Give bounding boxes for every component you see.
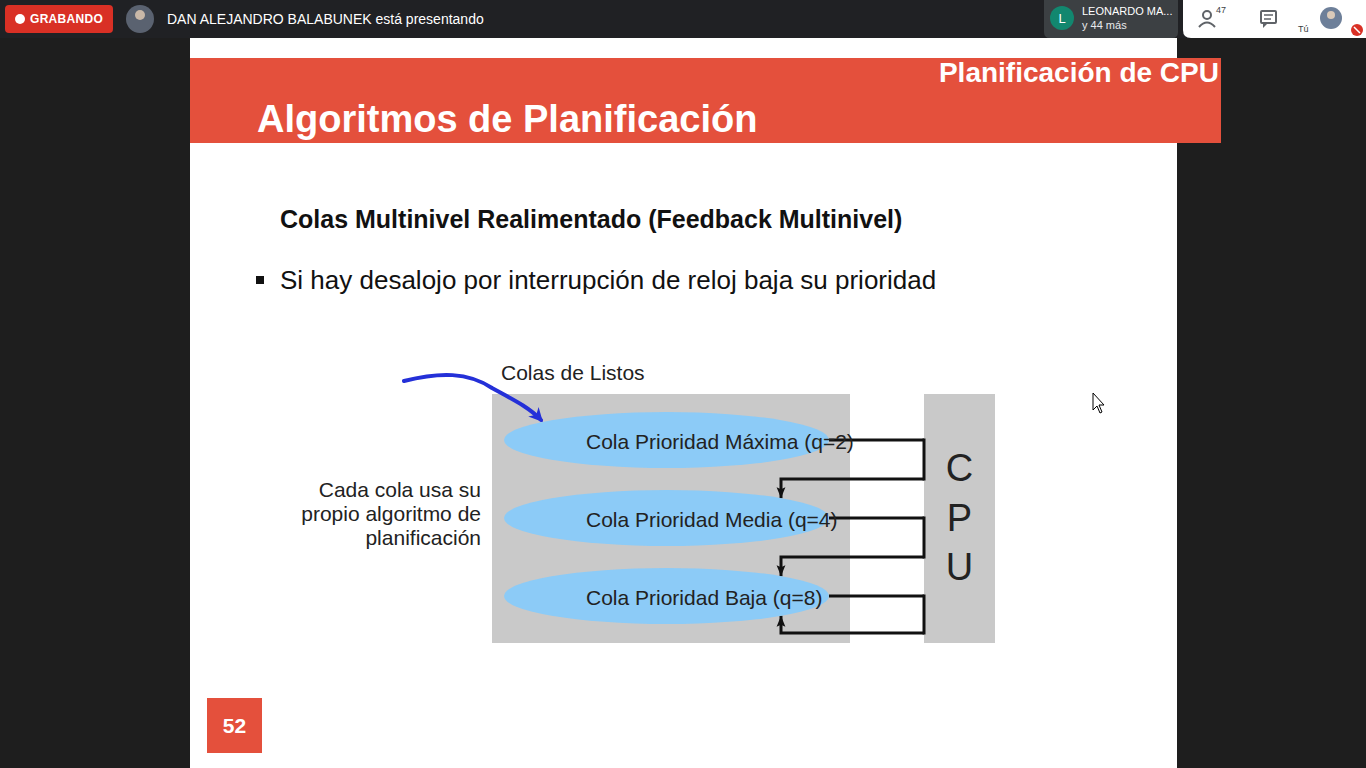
feedback-bend — [923, 518, 926, 557]
feedback-bend — [923, 440, 926, 479]
participant-name: LEONARDO MA... — [1082, 5, 1174, 18]
label-wrap: Tú — [1298, 24, 1318, 35]
queue-ellipse: Cola Prioridad Máxima (q=2) — [504, 412, 829, 468]
self-avatar-face — [1327, 11, 1335, 19]
people-count: 47 — [1216, 5, 1236, 16]
pagenum-text: 52 — [223, 714, 246, 738]
pill-text: GRABANDO — [30, 12, 103, 26]
feedback-connector — [829, 439, 924, 442]
band-text: Planificación de CPU — [190, 58, 1221, 88]
presenter-status: DAN ALEJANDRO BALABUNEK está presentando — [167, 10, 587, 28]
label-wrap: Cada cola usa su propio algoritmo de pla… — [259, 478, 481, 550]
participant-avatar: L — [1050, 6, 1074, 30]
chat-icon — [1263, 23, 1268, 28]
ellipse-shape — [504, 412, 829, 468]
recording-badge: GRABANDO — [5, 5, 113, 33]
mouse-cursor — [1093, 393, 1104, 413]
feedback-connector — [829, 595, 924, 598]
feedback-connector — [829, 517, 924, 520]
label-wrap: y 44 más — [1082, 19, 1174, 32]
people-icon — [1203, 11, 1211, 19]
cpu-box: CPU — [924, 394, 995, 643]
feedback-connector — [781, 616, 924, 633]
feedback-connector — [781, 557, 924, 576]
record-dot — [15, 14, 25, 24]
bullet — [256, 276, 264, 284]
participant-panel — [1044, 0, 1178, 38]
ellipse-text: Cola Prioridad Baja (q=8) — [586, 587, 756, 609]
label-wrap: Colas Multinivel Realimentado (Feedback … — [280, 204, 1150, 234]
mic-off-badge — [1354, 27, 1360, 33]
queue-ellipse: Cola Prioridad Baja (q=8) — [504, 568, 829, 624]
toolbar-panel — [1183, 0, 1366, 38]
chat-icon — [1264, 15, 1273, 19]
ellipse-shape — [504, 568, 829, 624]
feedback-connector — [781, 479, 924, 498]
side-note: Cada cola usa su propio algoritmo de pla… — [259, 478, 481, 550]
top-bar — [0, 0, 1366, 38]
label-wrap: DAN ALEJANDRO BALABUNEK está presentando — [167, 10, 587, 28]
presenter-avatar-face — [135, 10, 145, 20]
ellipse-text: Cola Prioridad Máxima (q=2) — [586, 431, 756, 453]
group-text: Colas de Listos — [501, 361, 850, 385]
header-band: Planificación de CPU Algoritmos de Planif… — [190, 58, 1221, 143]
self-avatar — [1320, 7, 1342, 29]
page-number: 52 — [207, 698, 262, 753]
chat-icon — [1261, 11, 1276, 23]
cpu-text: CPU — [941, 444, 979, 592]
section-heading: Colas Multinivel Realimentado (Feedback … — [280, 204, 1150, 234]
avatar-text: L — [1058, 11, 1065, 26]
label-wrap: Si hay desalojo por interrupción de relo… — [280, 265, 1170, 295]
ellipse-text: Cola Prioridad Media (q=4) — [586, 509, 756, 531]
label-wrap: LEONARDO MA... — [1082, 5, 1174, 18]
label-wrap: 47 — [1216, 5, 1236, 16]
ready-queues-panel: Colas de ListosCola Prioridad Máxima (q=… — [492, 358, 850, 643]
people-icon — [1199, 23, 1215, 28]
queue-ellipse: Cola Prioridad Media (q=4) — [504, 490, 829, 546]
participant-count: y 44 más — [1082, 19, 1174, 32]
bullet-text: Si hay desalojo por interrupción de relo… — [280, 265, 1170, 295]
feedback-bend — [923, 596, 926, 633]
queue-panel-fill — [492, 394, 850, 643]
mic-off-badge — [1351, 24, 1363, 36]
ellipse-shape — [504, 490, 829, 546]
cpu-panel-fill — [924, 394, 995, 643]
band-text: Algoritmos de Planificación — [257, 96, 1221, 142]
self-label: Tú — [1298, 24, 1318, 35]
presenter-avatar — [126, 5, 154, 33]
